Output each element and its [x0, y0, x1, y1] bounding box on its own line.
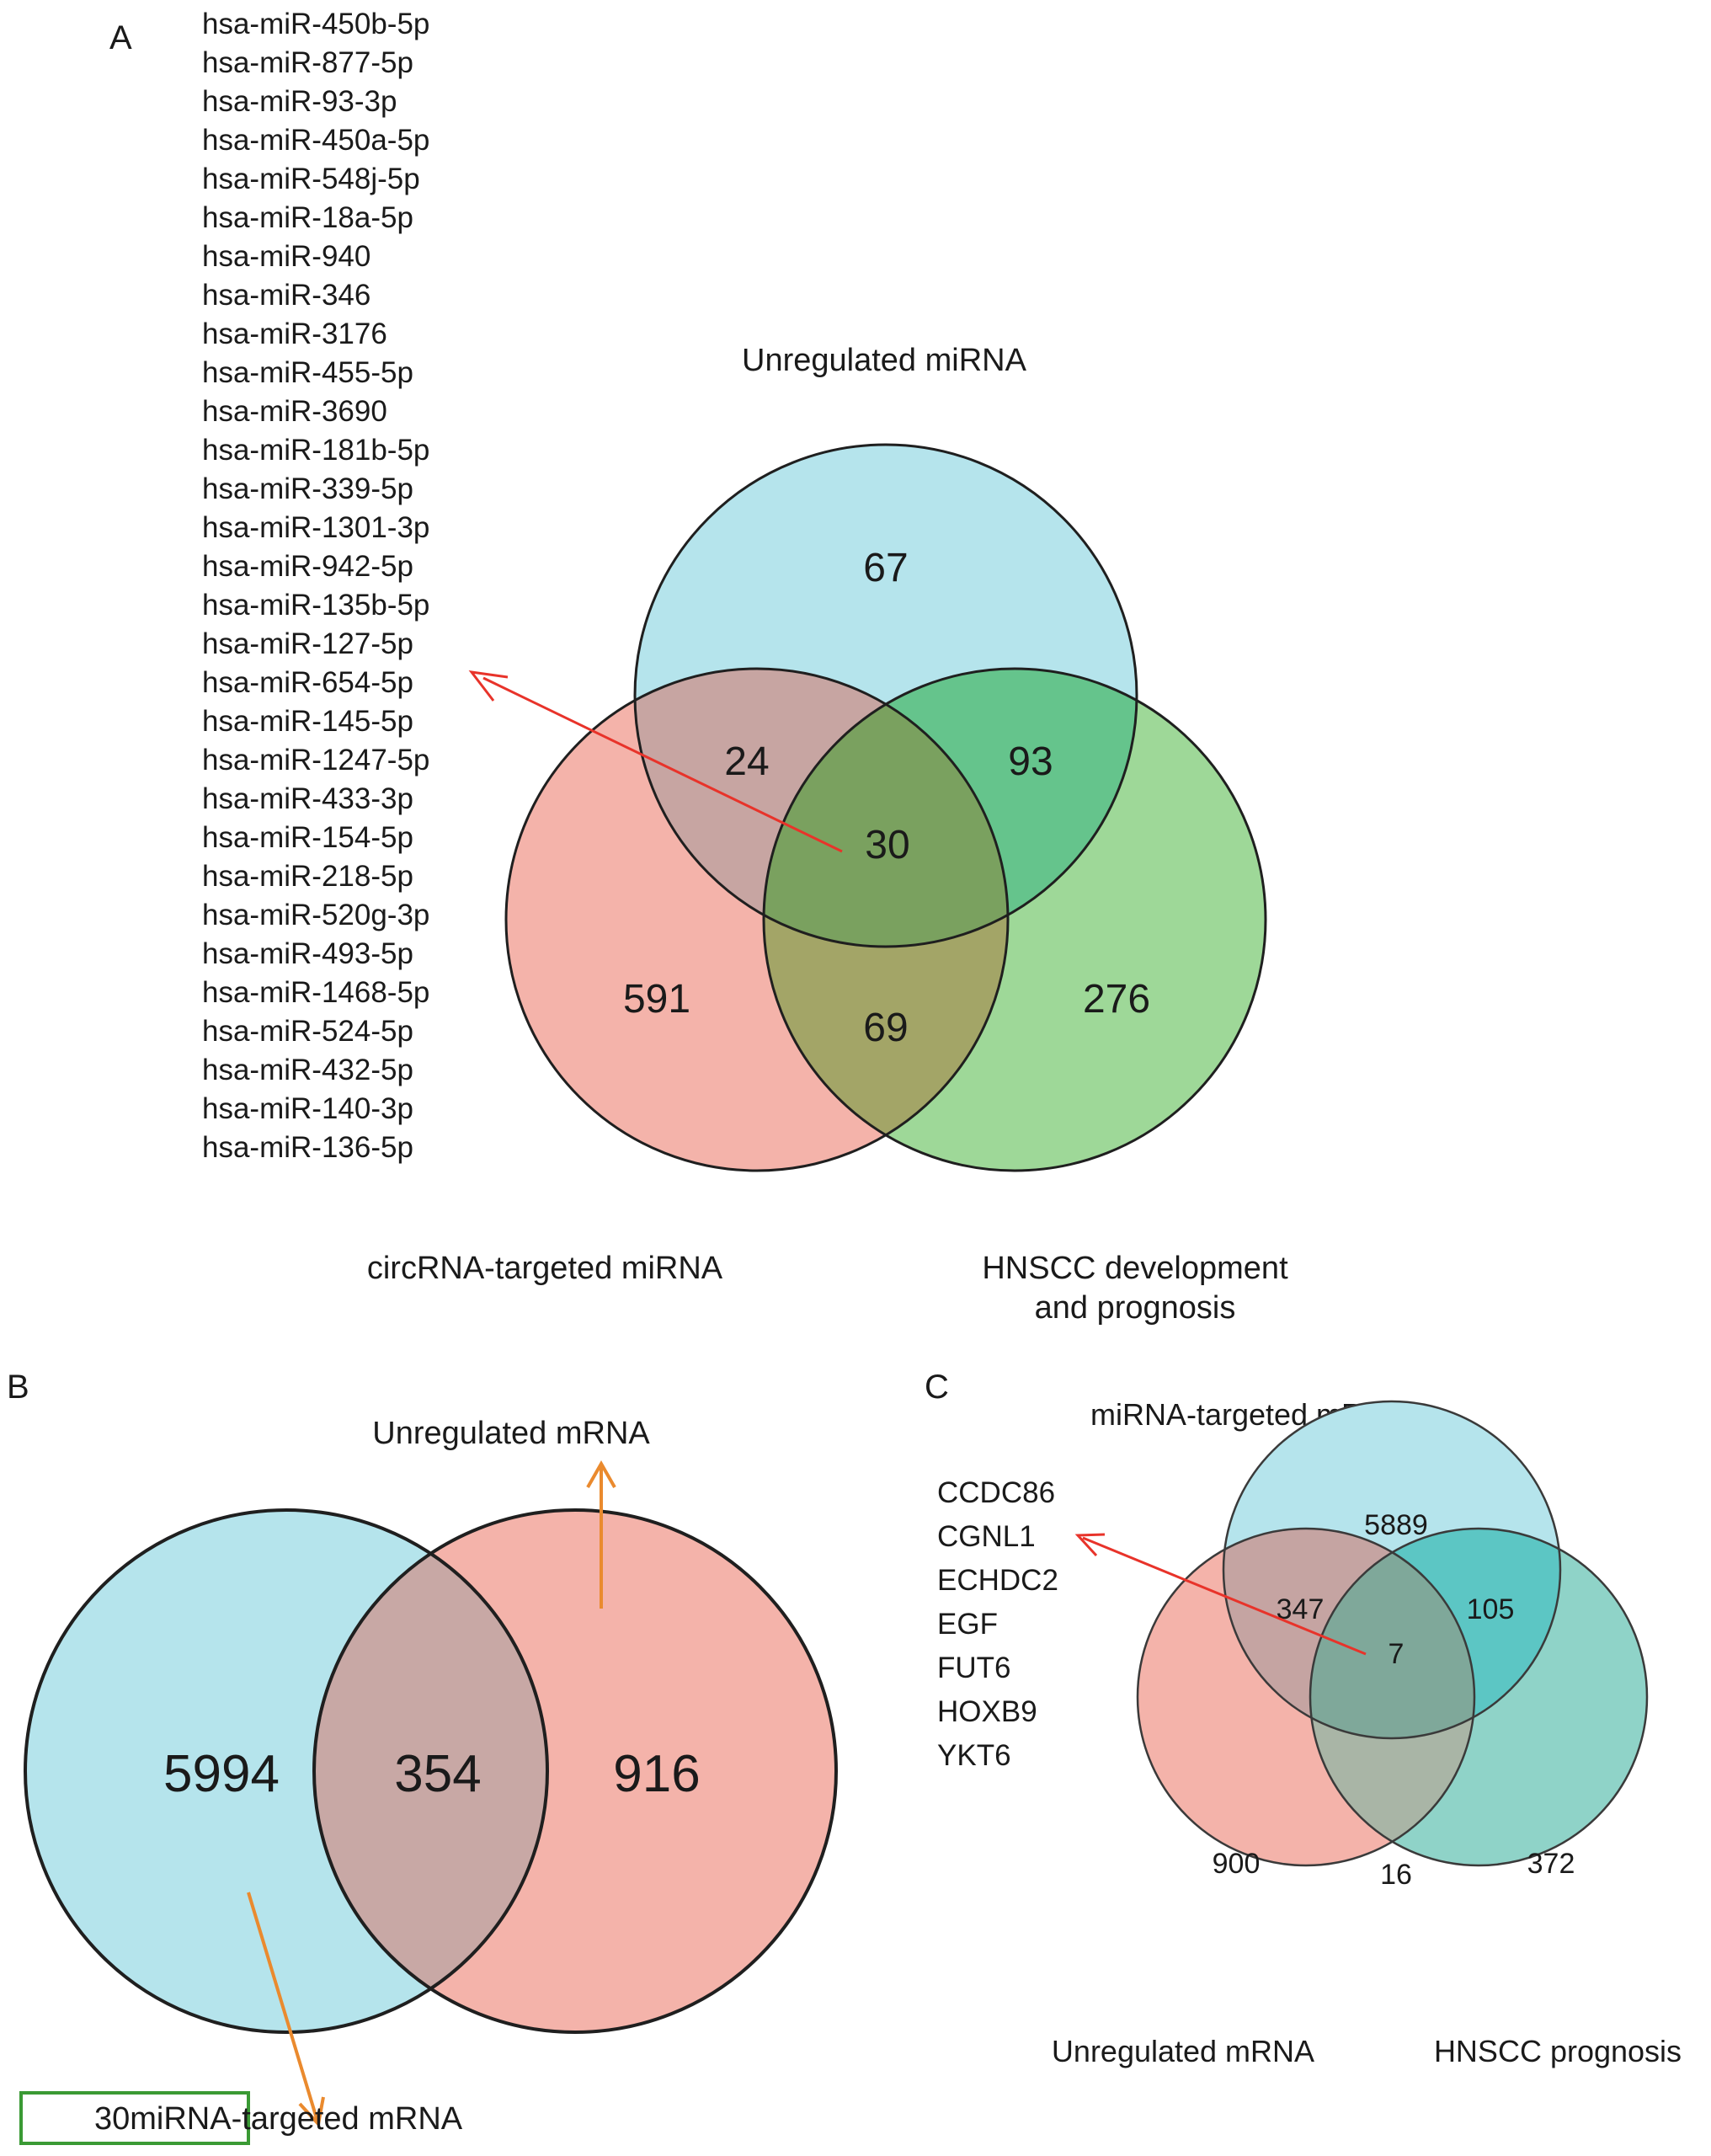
panel-b-letter: B — [7, 1369, 29, 1406]
venn-b-outline-left — [24, 1508, 549, 2034]
venn-c-count-left-only: 900 — [1213, 1848, 1261, 1880]
gene-list-item: HOXB9 — [937, 1695, 1037, 1728]
mirna-list-item: hsa-miR-940 — [202, 240, 370, 273]
venn-b-overlap — [314, 1510, 547, 2032]
venn-b-label-top: Unregulated mRNA — [372, 1416, 650, 1451]
venn-a-label-top: Unregulated miRNA — [742, 343, 1027, 378]
venn-b-count-overlap: 354 — [394, 1745, 481, 1803]
mirna-list-item: hsa-miR-1301-3p — [202, 511, 429, 544]
gene-list-item: FUT6 — [937, 1652, 1011, 1684]
venn-b-arrow-up — [586, 1460, 616, 1609]
venn-a-arrow — [468, 670, 843, 853]
gene-list-item: EGF — [937, 1608, 998, 1641]
venn-b-outline-right — [312, 1508, 838, 2034]
mirna-list-item: hsa-miR-654-5p — [202, 666, 413, 699]
mirna-list-item: hsa-miR-18a-5p — [202, 201, 413, 234]
mirna-list: hsa-miR-450b-5p hsa-miR-877-5p hsa-miR-93-… — [202, 8, 429, 1164]
venn-a-outline-right — [762, 667, 1267, 1172]
mirna-list-item: hsa-miR-135b-5p — [202, 589, 429, 622]
venn-c-outline-top — [1222, 1400, 1562, 1740]
mirna-list-item: hsa-miR-877-5p — [202, 46, 413, 79]
mirna-list-item: hsa-miR-3176 — [202, 318, 387, 350]
mirna-list-item: hsa-miR-450b-5p — [202, 8, 429, 40]
venn-c-count-top-only: 5889 — [1364, 1509, 1428, 1541]
venn-a-count-all: 30 — [865, 823, 909, 867]
gene-list-item: ECHDC2 — [937, 1564, 1058, 1597]
mirna-list-item: hsa-miR-181b-5p — [202, 434, 429, 467]
mirna-list-item: hsa-miR-493-5p — [202, 937, 413, 970]
venn-a-count-top-left: 24 — [724, 739, 769, 784]
mirna-list-item: hsa-miR-145-5p — [202, 705, 413, 738]
mirna-list-item: hsa-miR-455-5p — [202, 356, 413, 389]
venn-a-count-left-right: 69 — [863, 1006, 908, 1050]
mirna-list-item: hsa-miR-339-5p — [202, 472, 413, 505]
venn-b-label-bottom: 30miRNA-targeted mRNA — [94, 2101, 463, 2137]
gene-list-item: CCDC86 — [937, 1476, 1055, 1509]
venn-a-label-left: circRNA-targeted miRNA — [367, 1251, 723, 1286]
venn-c-count-left-right: 16 — [1380, 1859, 1412, 1891]
mirna-list-item: hsa-miR-450a-5p — [202, 124, 429, 157]
mirna-list-item: hsa-miR-520g-3p — [202, 899, 429, 931]
mirna-list-item: hsa-miR-548j-5p — [202, 163, 420, 195]
venn-a-count-top-right: 93 — [1008, 739, 1053, 784]
mirna-list-item: hsa-miR-3690 — [202, 395, 387, 428]
venn-c-label-right: HNSCC prognosis — [1434, 2034, 1682, 2068]
mirna-list-item: hsa-miR-346 — [202, 279, 370, 312]
mirna-list-item: hsa-miR-433-3p — [202, 782, 413, 815]
mirna-list-item: hsa-miR-140-3p — [202, 1092, 413, 1125]
venn-b-highlight-box — [19, 2091, 250, 2145]
mirna-list-item: hsa-miR-524-5p — [202, 1015, 413, 1048]
venn-a-count-right-only: 276 — [1083, 977, 1150, 1022]
venn-a-label-right-line1: HNSCC development — [982, 1251, 1288, 1286]
mirna-list-item: hsa-miR-93-3p — [202, 85, 397, 118]
panel-a: A hsa-miR-450b-5p hsa-miR-877-5p hsa-miR-9… — [109, 8, 1288, 1326]
panel-a-letter: A — [109, 19, 132, 56]
venn-c-outline-right — [1309, 1527, 1649, 1867]
venn-c-outline-left — [1136, 1527, 1476, 1867]
venn-a-overlap-all — [764, 669, 1008, 947]
venn-a-outline-top — [633, 443, 1138, 948]
venn-c-count-top-right: 105 — [1467, 1593, 1515, 1625]
mirna-list-item: hsa-miR-942-5p — [202, 550, 413, 583]
venn-a-count-top-only: 67 — [863, 546, 908, 590]
venn-c-overlap-all — [1310, 1529, 1474, 1738]
panel-c: C miRNA-targeted mRNA CCDC86CGNL1ECHDC2E… — [925, 1369, 1682, 2068]
mirna-list-item: hsa-miR-218-5p — [202, 860, 413, 893]
venn-c-arrow — [1074, 1533, 1367, 1656]
gene-list-item: CGNL1 — [937, 1520, 1036, 1553]
venn-c-count-right-only: 372 — [1527, 1848, 1575, 1880]
mirna-list-item: hsa-miR-1247-5p — [202, 744, 429, 776]
venn-b-count-right-only: 916 — [613, 1745, 700, 1803]
venn-b-arrow-down — [247, 1892, 325, 2128]
venn-a-outline-left — [504, 667, 1010, 1172]
mirna-list-item: hsa-miR-136-5p — [202, 1131, 413, 1164]
venn-a-count-left-only: 591 — [623, 977, 690, 1022]
panel-c-letter: C — [925, 1369, 949, 1406]
gene-list-item: YKT6 — [937, 1739, 1011, 1772]
venn-b-count-left-only: 5994 — [163, 1745, 280, 1803]
mirna-list-item: hsa-miR-154-5p — [202, 821, 413, 854]
venn-c-count-all: 7 — [1389, 1638, 1405, 1670]
venn-c-label-left: Unregulated mRNA — [1052, 2034, 1314, 2068]
mirna-list-item: hsa-miR-1468-5p — [202, 976, 429, 1009]
mirna-list-item: hsa-miR-127-5p — [202, 627, 413, 660]
venn-a-label-right-line2: and prognosis — [1035, 1290, 1236, 1326]
panel-b: B Unregulated mRNA 5994 354 916 30miRNA-… — [7, 1369, 838, 2145]
mirna-list-item: hsa-miR-432-5p — [202, 1054, 413, 1086]
